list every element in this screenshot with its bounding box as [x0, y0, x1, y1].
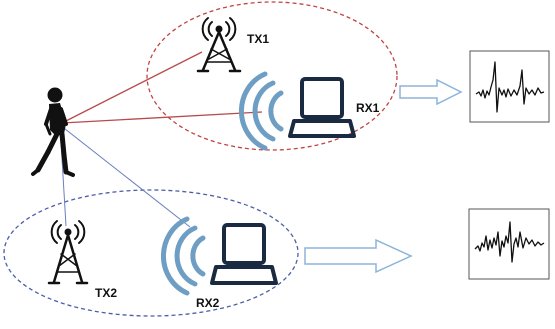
tx1-label: TX1 [247, 32, 269, 46]
group2-ellipse [3, 189, 299, 317]
tx1-tower-icon [196, 17, 242, 73]
rx2-flow-arrow [304, 238, 413, 274]
tx2-tower-icon [47, 220, 89, 285]
rx1-laptop-icon [288, 77, 356, 138]
group1-ellipse [146, 1, 398, 151]
rx2-path-line [59, 124, 191, 228]
rx2-laptop-icon [210, 223, 278, 285]
tx1-path-line [61, 51, 203, 124]
walking-person-icon [31, 87, 75, 177]
rx2-signal-waveform [468, 208, 550, 280]
rx1-signal-waves-icon [238, 71, 284, 151]
tx2-label: TX2 [95, 286, 117, 300]
rx1-flow-arrow [399, 78, 463, 106]
rx1-signal-waveform [469, 50, 550, 123]
rx2-signal-waves-icon [160, 216, 206, 296]
rx1-path-line [61, 111, 263, 124]
rx1-label: RX1 [356, 101, 380, 115]
rx2-label: RX2 [196, 296, 220, 310]
